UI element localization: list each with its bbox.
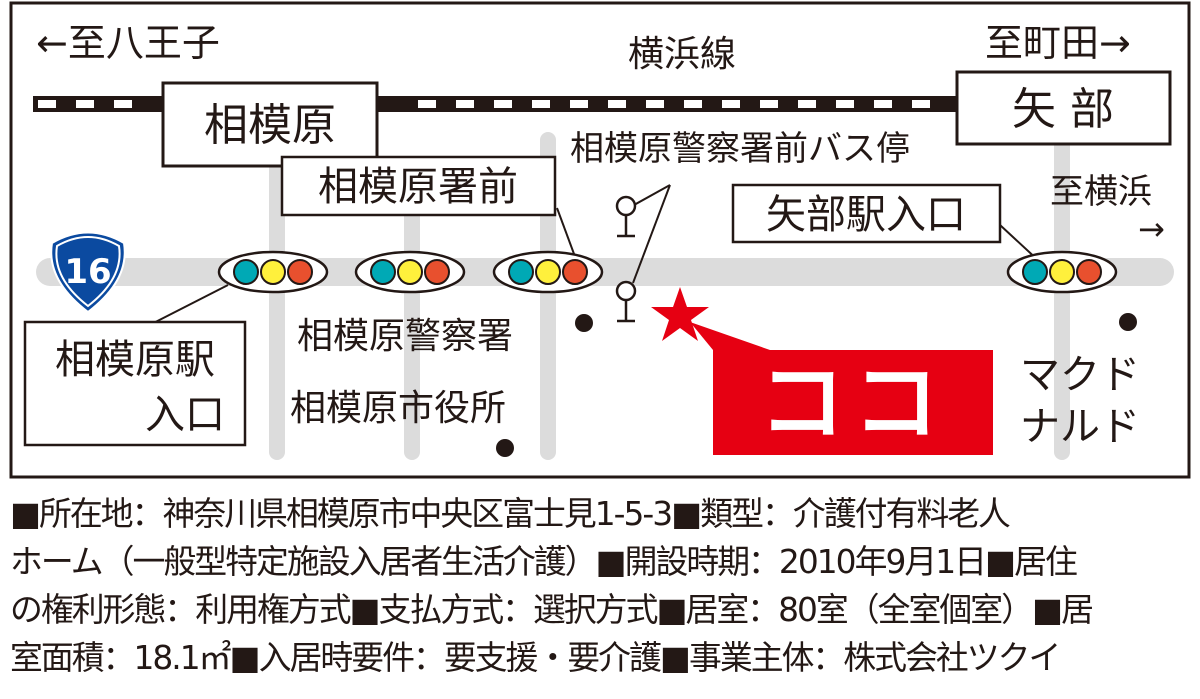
signal-light [370,259,396,285]
station-yabe: 矢 部 [955,70,1172,146]
direction-yokohama-arrow: → [1138,210,1165,248]
here-label: ココ [759,353,947,453]
line-name: 横浜線 [628,34,736,75]
signal-light [1022,259,1048,285]
intersection-sagamihara-entrance: 相模原駅 入口 [23,320,247,447]
traffic-signals [217,250,1118,294]
signal-light [287,259,313,285]
info-line: 室面積：18.1㎡■入居時要件：要支援・要介護■事業主体：株式会社ツクイ [10,638,1061,677]
traffic-signal-icon [217,250,329,294]
mcdonalds-label: ナルド [1020,404,1140,450]
mcdonalds-marker [1119,313,1137,331]
signal-light [424,259,450,285]
info-line: ■所在地：神奈川県相模原市中央区富士見1-5-3■類型：介護付有料老人 [10,494,1011,533]
destination-star-icon [651,287,709,341]
signal-light [1076,259,1102,285]
direction-yokohama: 至横浜 [1050,172,1152,212]
route-number: 16 [64,252,111,292]
direction-hachioji: ←至八王子 [36,21,220,65]
intersection-police-front: 相模原署前 [280,155,557,217]
bus-stop-icon [615,280,637,323]
city-hall-marker [496,439,514,457]
station-sagamihara-label: 相模原 [204,100,336,151]
info-line: の権利形態：利用権方式■支払方式：選択方式■居室：80室（全室個室）■居 [10,590,1094,629]
intersection-yabe-entrance-label: 矢部駅入口 [766,192,966,238]
bus-stop-label: 相模原警察署前バス停 [570,129,910,169]
traffic-signal-icon [354,250,466,294]
destination-callout: ココ [690,322,993,455]
facility-info: ■所在地：神奈川県相模原市中央区富士見1-5-3■類型：介護付有料老人 ホーム（… [10,490,1195,682]
intersection-sagamihara-entrance-label: 相模原駅 [55,337,215,383]
signal-light [397,259,423,285]
direction-machida: 至町田→ [985,21,1131,65]
traffic-signal-icon [1006,250,1118,294]
police-station-label: 相模原警察署 [297,316,513,357]
route-16-sign: 16 [50,231,126,314]
signal-light [1049,259,1075,285]
signal-light [535,259,561,285]
police-station-marker [575,314,593,332]
bus-stop-icon [615,195,637,238]
intersection-sagamihara-entrance-label: 入口 [145,392,225,438]
signal-light [233,259,259,285]
city-hall-label: 相模原市役所 [290,388,506,429]
station-yabe-label: 矢 部 [1012,84,1114,135]
info-line: ホーム（一般型特定施設入居者生活介護）■開設時期：2010年9月1日■居住 [10,542,1078,581]
station-sagamihara: 相模原 [161,81,379,168]
signal-light [562,259,588,285]
signal-light [508,259,534,285]
traffic-signal-icon [492,250,604,294]
intersection-yabe-entrance: 矢部駅入口 [731,183,1002,244]
signal-light [260,259,286,285]
mcdonalds-label: マクド [1020,352,1140,398]
intersection-police-front-label: 相模原署前 [318,164,518,210]
